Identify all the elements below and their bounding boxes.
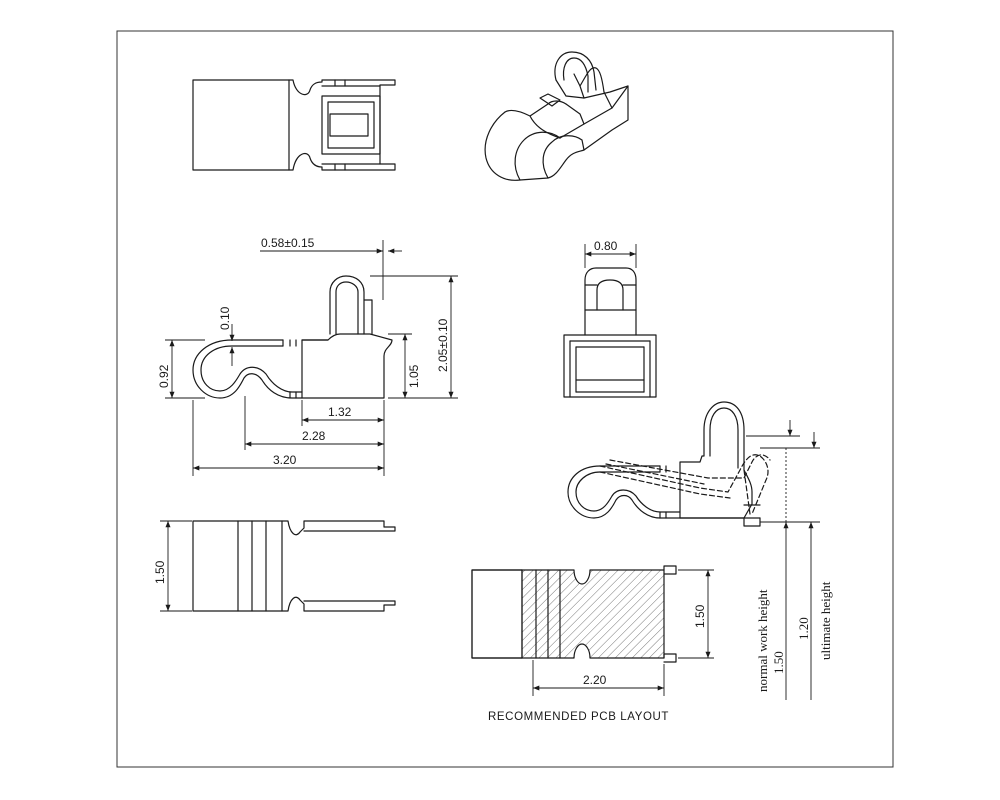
label-ultimate-value: 1.20 [796,617,811,640]
deflection-view [567,401,771,527]
dim-height-010: 0.10 [218,306,232,330]
dim-height-205: 2.05±0.10 [436,318,450,372]
bottom-view [192,520,396,612]
dim-len-228: 2.28 [302,429,326,443]
front-view [563,267,657,398]
drawing-frame [116,30,894,768]
dim-bottom-width: 1.50 [153,560,167,584]
isometric-view [484,51,629,181]
dim-len-132: 1.32 [328,405,352,419]
dim-len-320: 3.20 [273,453,297,467]
top-view [192,79,396,171]
dim-height-092: 0.92 [157,364,171,388]
dim-top-width: 0.58±0.15 [261,236,315,250]
label-ultimate-height: ultimate height [818,581,833,660]
dim-height-105: 1.05 [407,364,421,388]
pcb-layout [471,565,677,663]
dim-pcb-height: 1.50 [693,604,707,628]
dim-clip-width: 0.80 [594,239,618,253]
label-normal-value: 1.50 [771,651,786,674]
dim-pcb-width: 2.20 [583,673,607,687]
side-view [192,275,393,399]
pcb-layout-caption: RECOMMENDED PCB LAYOUT [488,711,669,723]
label-normal-work-height: normal work height [755,589,770,692]
